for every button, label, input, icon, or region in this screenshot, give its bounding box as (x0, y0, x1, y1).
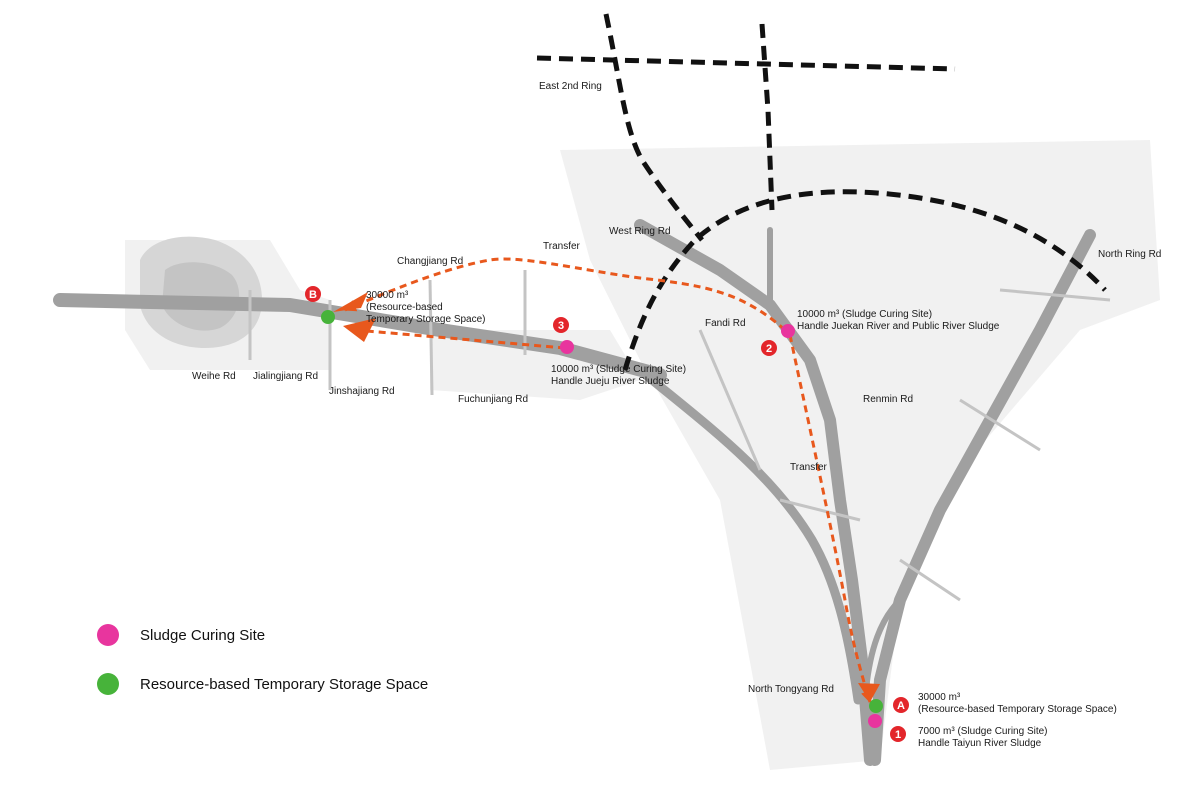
east-2nd-ring-line (536, 55, 956, 72)
site-dots (321, 310, 883, 728)
site-3-annotation: 10000 m³ (Sludge Curing Site) Handle Jue… (551, 364, 686, 388)
site-a-line2: (Resource-based Temporary Storage Space) (918, 704, 1117, 715)
marker-a: A (893, 697, 909, 713)
ring-vertical-left (603, 13, 704, 242)
marker-2: 2 (761, 340, 777, 356)
svg-text:1: 1 (895, 729, 901, 741)
road-label-renmin: Renmin Rd (863, 394, 914, 405)
svg-text:3: 3 (558, 320, 564, 332)
transfer-route-top (343, 257, 786, 332)
road-label-jinshajiang: Jinshajiang Rd (329, 386, 395, 397)
transfer-routes (343, 257, 873, 704)
road-label-weihe: Weihe Rd (192, 371, 236, 382)
site-2-dot (781, 324, 795, 338)
road-label-west-ring: West Ring Rd (609, 226, 671, 237)
route-label-transfer-top: Transfer (543, 241, 580, 252)
site-3-line1: 10000 m³ (Sludge Curing Site) (551, 364, 687, 375)
site-b-dot (321, 310, 335, 324)
arrow-to-b-top (333, 292, 368, 312)
site-b-line3: Temporary Storage Space) (366, 314, 486, 325)
site-a-line1: 30000 m³ (918, 692, 961, 703)
road-label-north-tongyang: North Tongyang Rd (748, 684, 834, 695)
road-label-east-2nd-ring: East 2nd Ring (539, 81, 602, 92)
ring-roads (536, 13, 1107, 371)
site-a-annotation: 30000 m³ (Resource-based Temporary Stora… (918, 692, 1117, 716)
site-2-line2: Handle Juekan River and Public River Slu… (797, 321, 1000, 332)
route-label-transfer-right: Transfer (790, 462, 827, 473)
arrow-to-b-bottom (343, 318, 376, 342)
arrow-to-a (858, 683, 880, 702)
marker-1: 1 (890, 726, 906, 742)
road-label-changjiang: Changjiang Rd (397, 256, 464, 267)
legend-item-sludge-curing: Sludge Curing Site (97, 624, 265, 646)
site-1-dot (868, 714, 882, 728)
legend-item-temp-storage: Resource-based Temporary Storage Space (97, 673, 428, 695)
legend-label-sludge-curing: Sludge Curing Site (140, 626, 266, 644)
site-b-line1: 30000 m³ (366, 290, 409, 301)
legend-pink-dot-icon (97, 624, 119, 646)
site-b-annotation: 30000 m³ (Resource-based Temporary Stora… (366, 290, 486, 326)
ring-vertical-right (759, 23, 775, 211)
legend-green-dot-icon (97, 673, 119, 695)
site-2-line1: 10000 m³ (Sludge Curing Site) (797, 309, 933, 320)
svg-text:B: B (309, 289, 317, 301)
site-a-dot (869, 699, 883, 713)
road-label-north-ring: North Ring Rd (1098, 249, 1162, 260)
route-arrows (333, 292, 880, 702)
transfer-route-south (788, 334, 873, 704)
site-b-line2: (Resource-based (366, 302, 443, 313)
road-label-fuchunjiang: Fuchunjiang Rd (458, 394, 529, 405)
legend-label-temp-storage: Resource-based Temporary Storage Space (140, 675, 429, 693)
road-network (53, 219, 1096, 766)
road-label-jialingjiang: Jialingjiang Rd (253, 371, 319, 382)
marker-3: 3 (553, 317, 569, 333)
svg-text:2: 2 (766, 343, 772, 355)
marker-b: B (305, 286, 321, 302)
site-2-annotation: 10000 m³ (Sludge Curing Site) Handle Jue… (797, 309, 999, 333)
svg-text:A: A (897, 700, 905, 712)
site-1-annotation: 7000 m³ (Sludge Curing Site) Handle Taiy… (918, 726, 1048, 750)
site-3-line2: Handle Jueju River Sludge (551, 376, 670, 387)
site-1-line2: Handle Taiyun River Sludge (918, 738, 1042, 749)
site-markers: B 3 2 A 1 (305, 286, 909, 742)
site-3-dot (560, 340, 574, 354)
road-label-fandi: Fandi Rd (705, 318, 746, 329)
site-1-line1: 7000 m³ (Sludge Curing Site) (918, 726, 1048, 737)
